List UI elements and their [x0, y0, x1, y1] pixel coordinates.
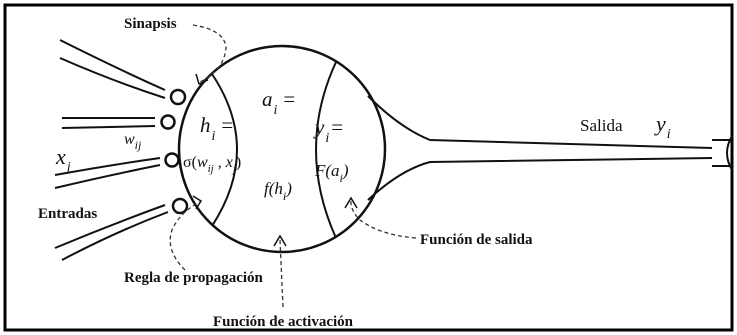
- propagation-arrowhead: [192, 195, 203, 210]
- synapse-2: [160, 114, 176, 130]
- input-dendrites: [54, 39, 169, 261]
- dendrite-4-lower: [61, 211, 169, 261]
- propagation-boundary-arc: [211, 73, 238, 227]
- axon-terminal: [712, 139, 732, 167]
- axon-terminal-cap: [726, 135, 733, 171]
- axon: [367, 95, 733, 201]
- input-variable: xj: [55, 144, 71, 175]
- net-input-variable: hi=: [200, 113, 233, 144]
- dendrite-4-upper: [54, 204, 166, 249]
- propagation-rule-label: Regla de propagación: [124, 270, 264, 286]
- activation-expression: f(hi): [264, 179, 292, 203]
- synapse-arrowhead: [195, 73, 209, 86]
- diagram-frame: [3, 3, 734, 332]
- output-function-arrowhead: [344, 196, 358, 209]
- output-function-leader: [350, 199, 417, 239]
- synapse-label: Sinapsis: [124, 16, 177, 32]
- dendrite-1-upper: [59, 39, 166, 91]
- axon-lower: [367, 157, 713, 201]
- synapse-1: [169, 88, 187, 106]
- dendrite-1-lower: [59, 57, 166, 99]
- dendrite-2-lower: [61, 125, 156, 129]
- activation-leader: [279, 239, 284, 308]
- axon-upper: [367, 95, 713, 149]
- propagation-rule-expression: σ(wij , xj): [183, 154, 241, 175]
- output-function-label: Función de salida: [420, 232, 533, 248]
- activation-function-label: Función de activación: [213, 314, 354, 330]
- propagation-leader: [169, 201, 201, 271]
- activation-boundary-arc: [315, 61, 337, 239]
- output-value-variable: yi=: [313, 115, 343, 146]
- output-label: Salida: [580, 116, 623, 135]
- weight-variable: wij: [124, 131, 142, 152]
- arrow-heads: [192, 73, 358, 247]
- synapse-leader: [192, 24, 227, 83]
- synapse-4: [171, 197, 189, 215]
- activation-variable: ai=: [262, 87, 295, 118]
- output-function-expression: F(ai): [314, 161, 349, 185]
- leader-lines: [169, 24, 417, 308]
- synapses: [160, 88, 189, 215]
- cell-body: [177, 44, 387, 254]
- inputs-label: Entradas: [38, 206, 97, 222]
- dendrite-3-upper: [54, 157, 161, 176]
- activation-arrowhead: [273, 234, 287, 247]
- synapse-3: [164, 152, 180, 168]
- dendrite-3-lower: [54, 164, 161, 189]
- output-variable: yi: [654, 111, 671, 142]
